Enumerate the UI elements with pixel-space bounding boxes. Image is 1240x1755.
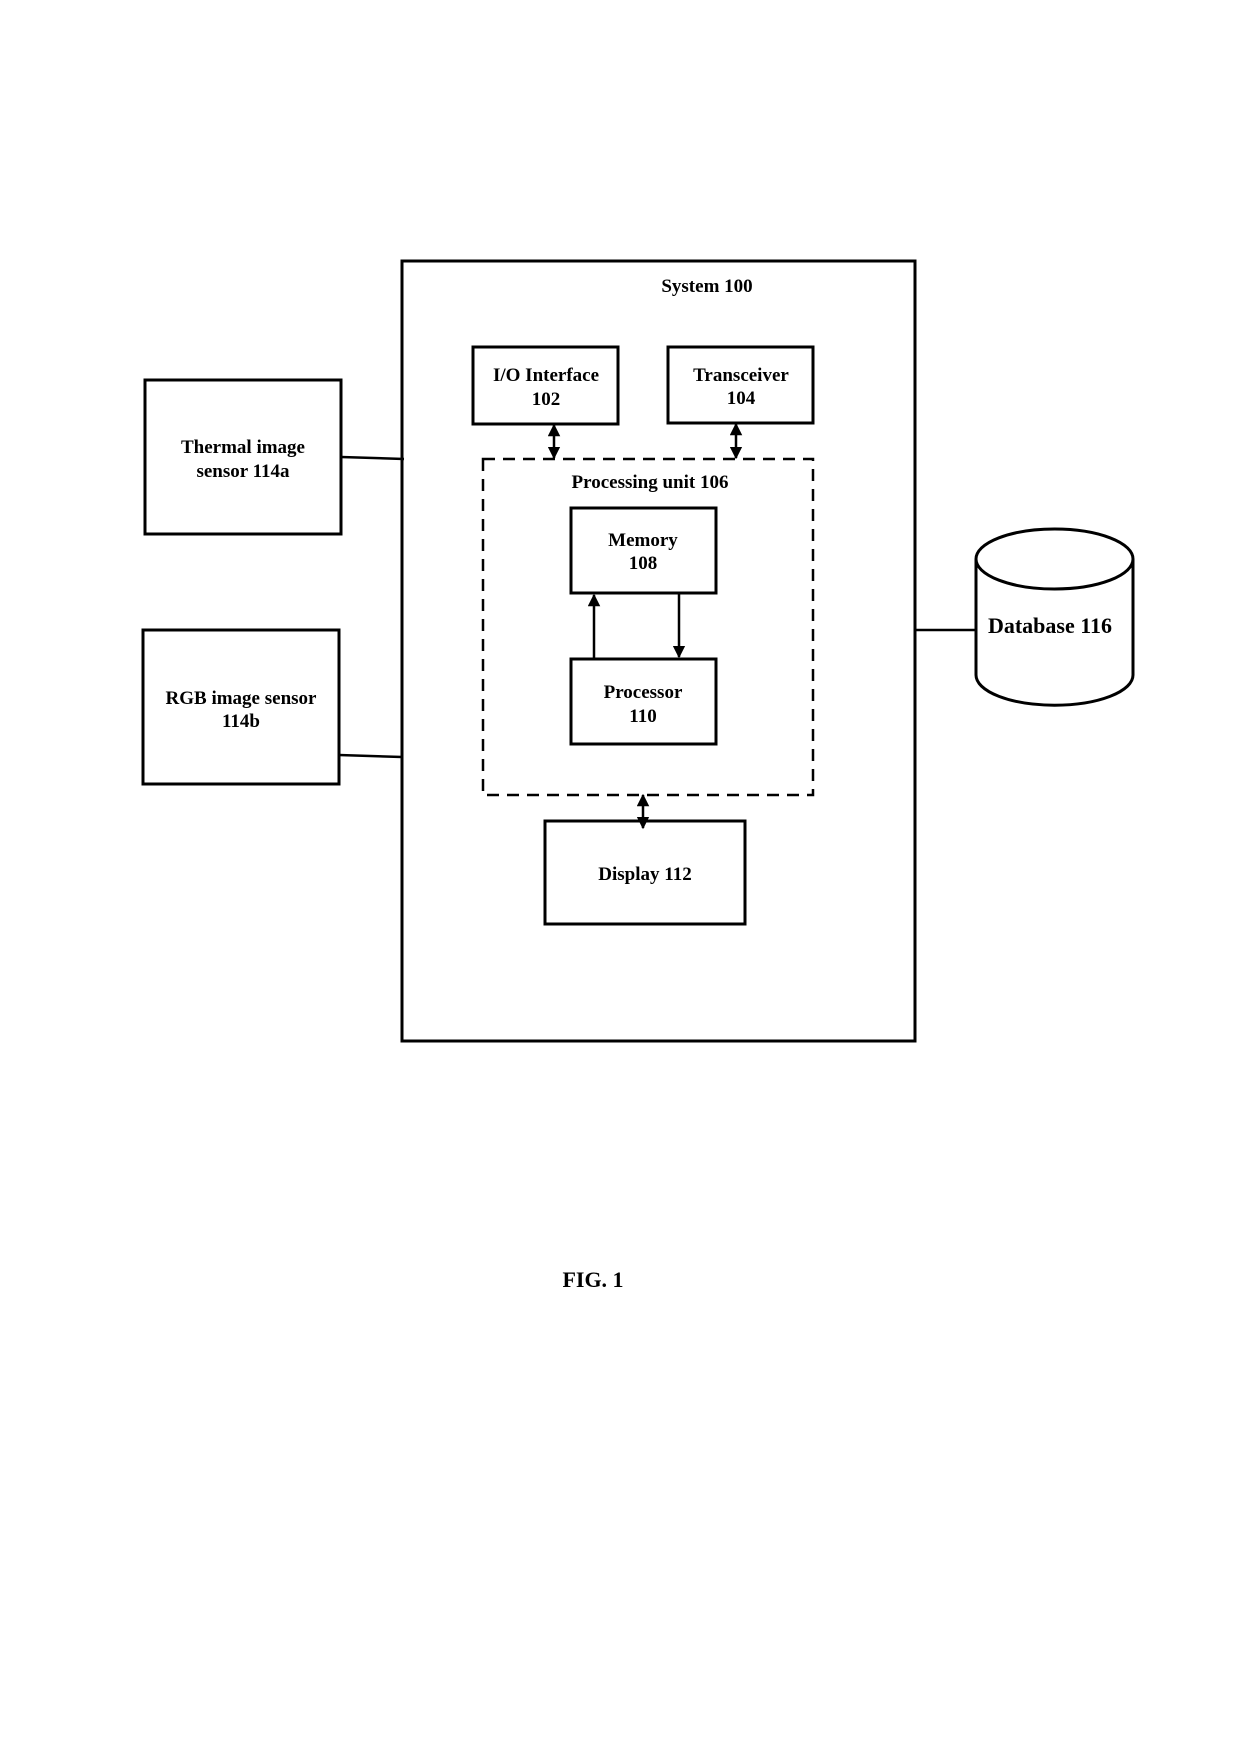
processing-unit-label: Processing unit 106 bbox=[572, 472, 729, 493]
memory-label-line1: Memory bbox=[608, 530, 678, 551]
transceiver-label-line2: 104 bbox=[727, 388, 756, 409]
system-label: System 100 bbox=[661, 276, 752, 297]
thermal-sensor-label-line1: Thermal image bbox=[181, 437, 305, 458]
rgb-sensor-label-line1: RGB image sensor bbox=[166, 688, 318, 709]
thermal-sensor-connector bbox=[340, 455, 405, 461]
database-label: Database 116 bbox=[988, 613, 1112, 638]
rgb-sensor-connector bbox=[338, 753, 403, 759]
rgb-sensor-box bbox=[141, 628, 341, 786]
processor-label-line2: 110 bbox=[629, 706, 656, 727]
database-cylinder bbox=[974, 527, 1135, 707]
io-interface-box bbox=[471, 345, 620, 426]
memory-label-line2: 108 bbox=[629, 553, 658, 574]
memory-box bbox=[569, 506, 718, 595]
processor-label-line1: Processor bbox=[604, 682, 683, 703]
display-label: Display 112 bbox=[598, 864, 691, 885]
processor-box bbox=[569, 657, 718, 746]
display-box bbox=[543, 819, 747, 926]
figure-caption: FIG. 1 bbox=[562, 1267, 623, 1292]
io-interface-label-line1: I/O Interface bbox=[493, 365, 599, 386]
rgb-sensor-label-line2: 114b bbox=[222, 711, 260, 732]
transceiver-label-line1: Transceiver bbox=[693, 365, 789, 386]
io-interface-label-line2: 102 bbox=[532, 389, 561, 410]
thermal-sensor-label-line2: sensor 114a bbox=[196, 461, 290, 482]
